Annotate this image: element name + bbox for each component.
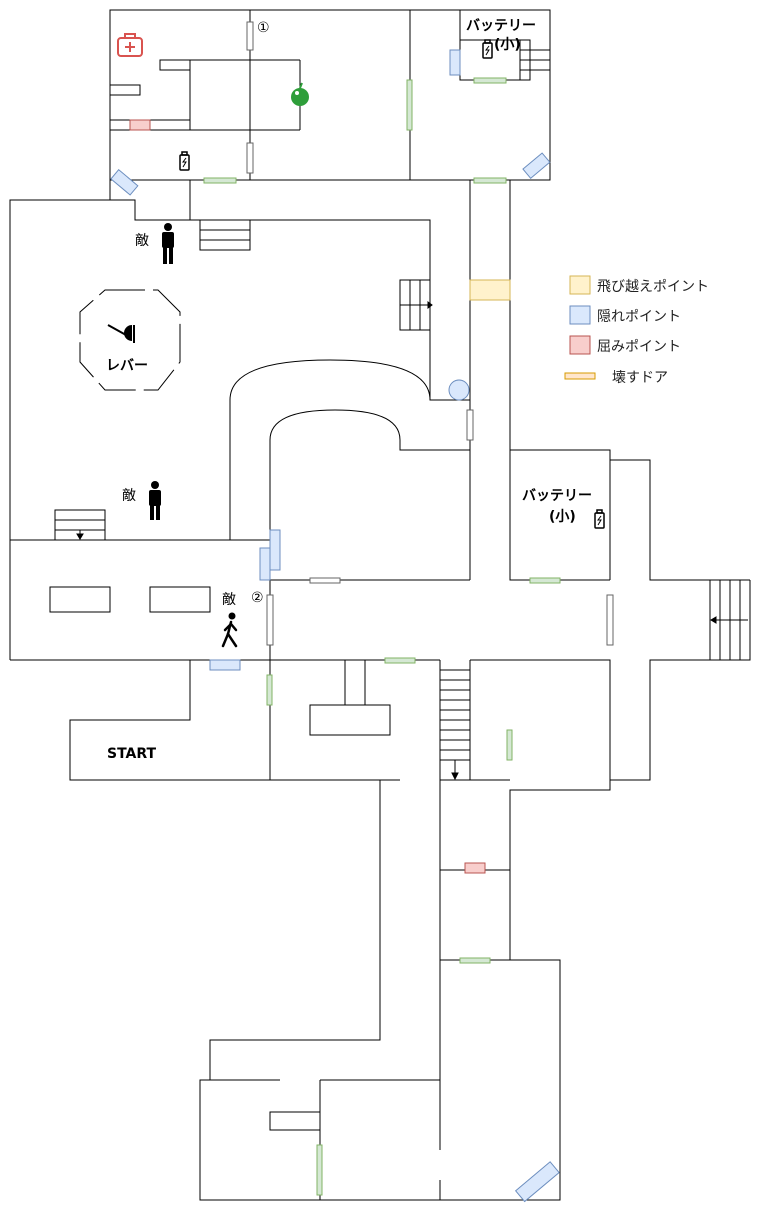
doors[interactable] — [203, 77, 561, 1196]
legend-crouch-label: 屈みポイント — [597, 339, 681, 355]
legend-crouch-swatch — [569, 335, 591, 355]
battery-label-right: バッテリー — [522, 488, 592, 504]
battery-label-top: バッテリー — [466, 18, 536, 34]
legend-hide-label: 隠れポイント — [597, 309, 681, 325]
legend-door-swatch — [564, 372, 596, 380]
battery-icon[interactable] — [482, 39, 493, 59]
legend: 飛び越えポイント 隠れポイント 屈みポイント 壊すドア — [564, 275, 709, 386]
legend-jump-swatch — [569, 275, 591, 295]
stair-arrow-icon — [76, 301, 748, 781]
apple-icon[interactable] — [291, 82, 309, 106]
legend-hide-swatch — [569, 305, 591, 325]
battery-size-top: (小) — [494, 37, 521, 53]
marker-1: ① — [257, 20, 270, 36]
jump-point[interactable] — [469, 279, 511, 301]
enemy-label: 敵 — [135, 233, 149, 249]
lever-label: レバー — [106, 358, 148, 374]
enemy-label: 敵 — [122, 488, 136, 504]
medkit-icon[interactable] — [117, 33, 143, 57]
enemy-figure-icon[interactable] — [162, 223, 174, 264]
white-doors[interactable] — [246, 21, 614, 646]
start-label: START — [107, 746, 157, 762]
enemy-label: 敵 — [222, 592, 236, 608]
crouch-points[interactable] — [129, 119, 486, 874]
hide-points[interactable] — [110, 49, 560, 1203]
battery-icon[interactable] — [179, 151, 190, 171]
legend-jump-label: 飛び越えポイント — [597, 279, 709, 295]
enemy-figure-icon[interactable] — [149, 481, 161, 520]
marker-2: ② — [251, 590, 264, 606]
walls — [9, 9, 751, 1201]
battery-icon[interactable] — [594, 509, 605, 529]
lever-icon[interactable] — [107, 324, 135, 343]
battery-size-right: (小) — [549, 509, 576, 525]
legend-door-label: 壊すドア — [612, 370, 668, 386]
walking-enemy-icon[interactable] — [221, 612, 238, 648]
